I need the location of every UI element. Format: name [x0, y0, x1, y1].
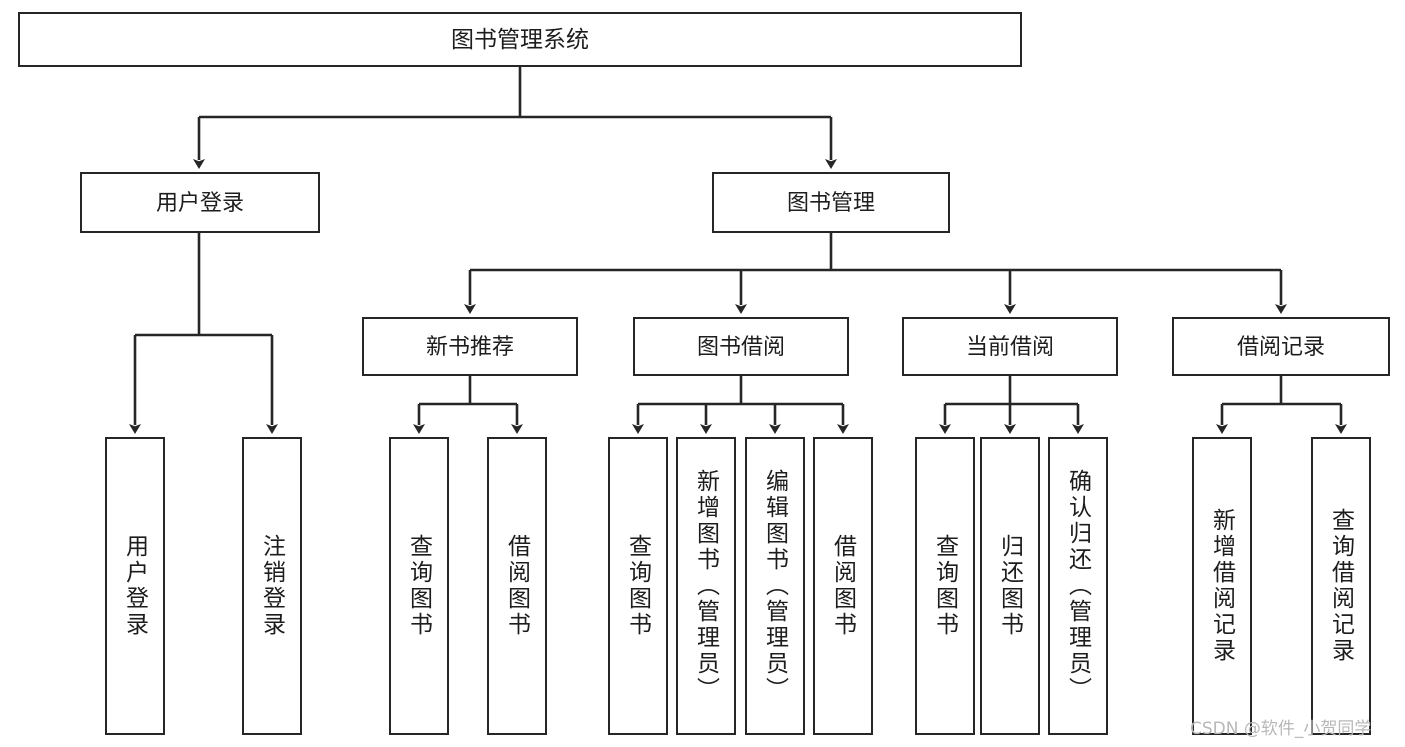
node-label: 查询图书 — [406, 534, 433, 638]
leaf-current-confirm-return[interactable]: 确认归还（管理员） — [1048, 437, 1108, 735]
node-root-system[interactable]: 图书管理系统 — [18, 12, 1022, 67]
node-user-login[interactable]: 用户登录 — [80, 172, 320, 233]
leaf-borrow-edit-book[interactable]: 编辑图书（管理员） — [745, 437, 805, 735]
node-label: 新增图书（管理员） — [693, 469, 720, 703]
node-label: 归还图书 — [997, 534, 1024, 638]
node-book-management[interactable]: 图书管理 — [712, 172, 950, 233]
node-new-book-recommend[interactable]: 新书推荐 — [362, 317, 578, 376]
leaf-records-query-record[interactable]: 查询借阅记录 — [1311, 437, 1371, 735]
leaf-user-login[interactable]: 用户登录 — [105, 437, 165, 735]
node-label: 查询借阅记录 — [1328, 508, 1355, 664]
node-book-borrow[interactable]: 图书借阅 — [633, 317, 849, 376]
node-borrow-records[interactable]: 借阅记录 — [1172, 317, 1390, 376]
leaf-user-logout[interactable]: 注销登录 — [242, 437, 302, 735]
node-label: 查询图书 — [625, 534, 652, 638]
leaf-recommend-borrow-book[interactable]: 借阅图书 — [487, 437, 547, 735]
node-label: 图书管理 — [786, 189, 875, 215]
node-label: 用户登录 — [122, 534, 149, 638]
node-label: 图书借阅 — [696, 333, 785, 359]
node-label: 新书推荐 — [425, 333, 514, 359]
node-label: 用户登录 — [155, 189, 244, 215]
node-label: 查询图书 — [932, 534, 959, 638]
node-current-borrow[interactable]: 当前借阅 — [902, 317, 1118, 376]
leaf-borrow-borrow-book[interactable]: 借阅图书 — [813, 437, 873, 735]
node-label: 确认归还（管理员） — [1065, 469, 1092, 703]
node-label: 当前借阅 — [965, 333, 1054, 359]
node-label: 借阅图书 — [830, 534, 857, 638]
leaf-recommend-query-book[interactable]: 查询图书 — [389, 437, 449, 735]
node-label: 图书管理系统 — [451, 26, 589, 53]
node-label: 借阅记录 — [1236, 333, 1325, 359]
node-label: 借阅图书 — [504, 534, 531, 638]
node-label: 注销登录 — [259, 534, 286, 638]
leaf-borrow-add-book[interactable]: 新增图书（管理员） — [676, 437, 736, 735]
leaf-records-add-record[interactable]: 新增借阅记录 — [1192, 437, 1252, 735]
csdn-watermark: CSDN @软件_小贺同学 — [1190, 719, 1372, 739]
node-label: 编辑图书（管理员） — [762, 469, 789, 703]
leaf-borrow-query-book[interactable]: 查询图书 — [608, 437, 668, 735]
leaf-current-return-book[interactable]: 归还图书 — [980, 437, 1040, 735]
leaf-current-query-book[interactable]: 查询图书 — [915, 437, 975, 735]
node-label: 新增借阅记录 — [1209, 508, 1236, 664]
